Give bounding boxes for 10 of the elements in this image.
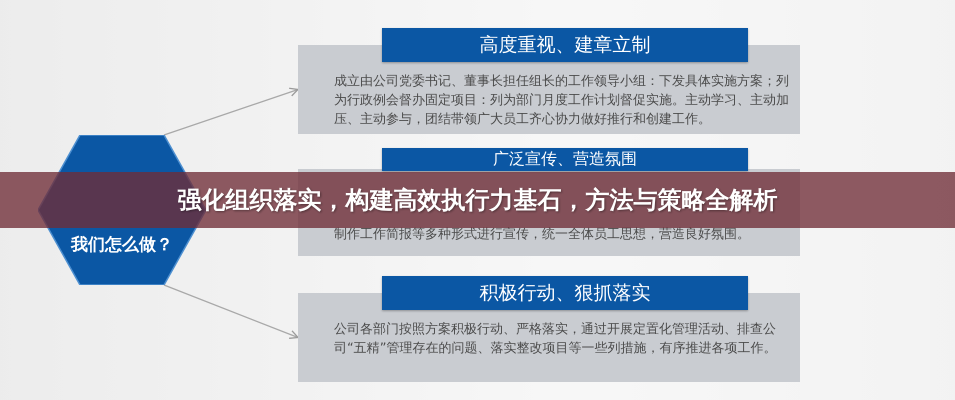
heading-banner: 广泛宣传、营造氛围	[382, 148, 748, 171]
heading-banner: 高度重视、建章立制	[382, 28, 748, 62]
description-text: 成立由公司党委书记、董事长担任组长的工作领导小组：下发具体实施方案；列为行政例会督办固定项目：列为部门月度工作计划督促实施。主动学习、主动加压、主动参与，团结带领广大员工齐心协力做好推行和创建工作。	[334, 73, 790, 129]
description-text: 制作工作简报等多种形式进行宣传，统一全体员工思想，营造良好氛围。	[334, 226, 751, 244]
description-text: 公司各部门按照方案积极行动、严格落实，通过开展定置化管理活动、排查公司“五精”管理存在的问题、落实整改项目等一些列措施，有序推进各项工作。	[334, 321, 778, 358]
arrow	[164, 88, 299, 136]
hexagon-label: 我们怎么做？	[70, 234, 174, 256]
title: 强化组织落实，构建高效执行力基石，方法与策略全解析	[178, 185, 778, 216]
arrow	[164, 284, 299, 339]
heading-banner: 积极行动、狠抓落实	[382, 276, 748, 310]
